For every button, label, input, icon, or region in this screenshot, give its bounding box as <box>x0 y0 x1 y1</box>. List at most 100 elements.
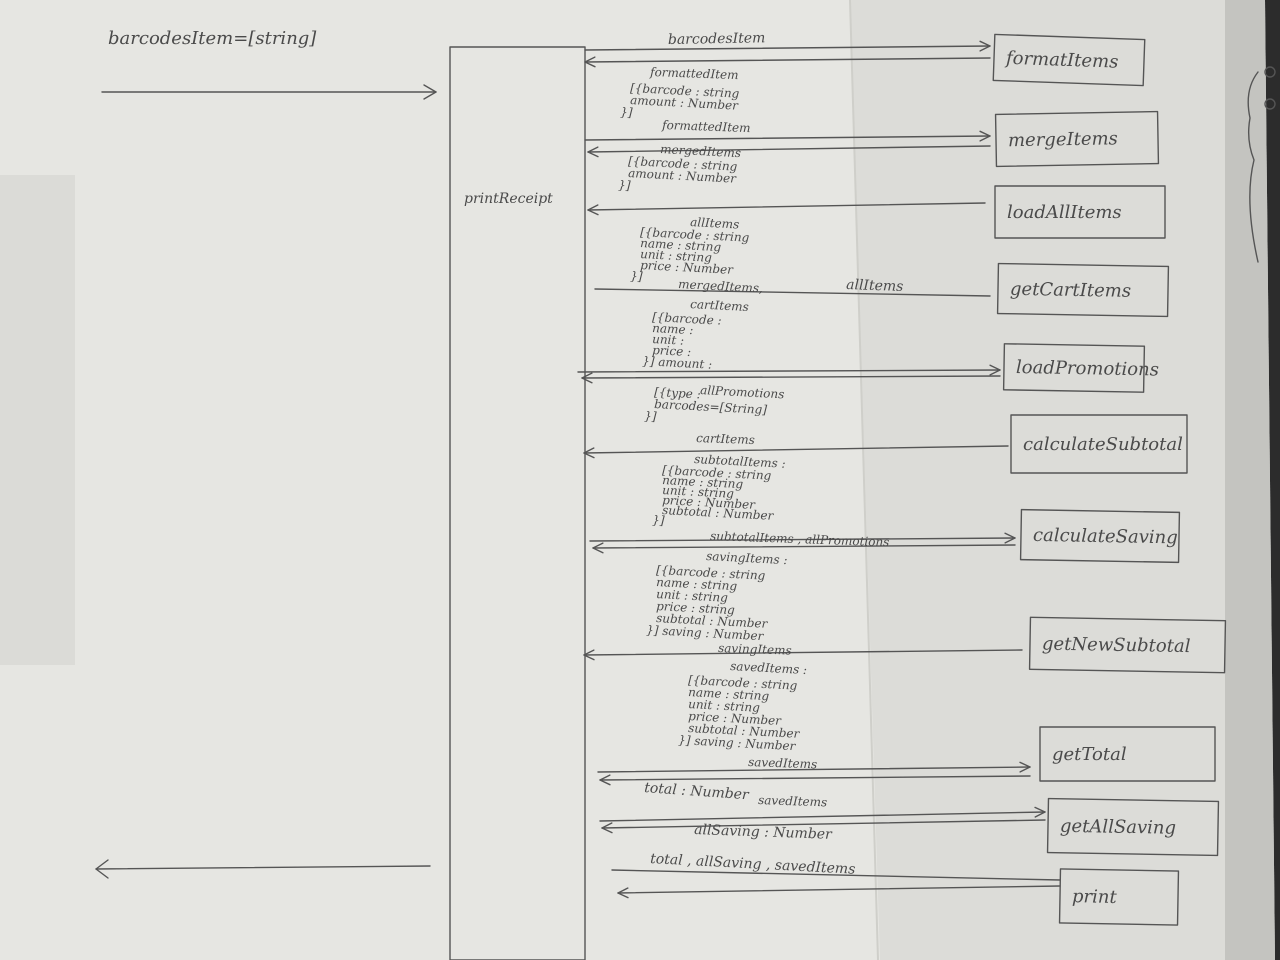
message-arrow <box>599 774 1031 786</box>
function-box-get-new-subtotal: getNewSubtotal <box>1028 616 1227 674</box>
function-box-load-promotions: loadPromotions <box>1002 343 1159 393</box>
message-arrow <box>601 819 1046 834</box>
schema-promotions: }] <box>644 409 657 424</box>
function-box-print: print <box>1058 868 1180 926</box>
schema-saving-items: price : string <box>656 599 736 617</box>
schema-subtotal-items: price : Number <box>662 493 757 512</box>
function-label: getAllSaving <box>1060 816 1176 839</box>
arrow-label: allPromotions <box>700 383 785 401</box>
function-box-get-total: getTotal <box>1039 726 1216 782</box>
schema-subtotal-items: }] <box>652 513 665 528</box>
print-receipt-lifeline <box>449 46 586 960</box>
function-label: loadAllItems <box>1007 202 1122 223</box>
schema-saved-items: [{barcode : string <box>688 673 798 693</box>
schema-saved-items: price : Number <box>688 709 783 728</box>
arrow-label: savingItems : <box>706 549 788 567</box>
input-label: barcodesItem=[string] <box>108 28 317 49</box>
schema-saving-items: subtotal : Number <box>656 611 769 631</box>
arrow-label: formattedItem <box>661 118 751 135</box>
arrow-label: cartItems <box>696 431 755 447</box>
message-arrow <box>583 649 1023 661</box>
function-box-calculate-saving: calculateSaving <box>1019 508 1181 564</box>
schema-merged-items: }] <box>618 178 631 193</box>
arrow-label: savedItems : <box>730 659 808 677</box>
message-arrow <box>577 364 1001 376</box>
right-edge-marks <box>1247 66 1276 263</box>
message-arrow <box>584 130 991 142</box>
function-box-merge-items: mergeItems <box>994 110 1160 168</box>
schema-promotions: barcodes=[String] <box>654 397 768 417</box>
message-arrow <box>587 202 986 216</box>
output-arrow <box>95 859 431 879</box>
function-label: loadPromotions <box>1016 357 1159 380</box>
function-label: mergeItems <box>1008 128 1118 151</box>
schema-cart-items: price : <box>652 343 692 359</box>
arrow-label: mergedItems <box>660 142 742 160</box>
schema-subtotal-items: name : string <box>662 473 744 491</box>
input-arrow <box>101 84 437 100</box>
paper-fold <box>849 0 879 960</box>
schema-saved-items: unit : string <box>688 697 761 715</box>
message-arrow <box>617 885 1061 899</box>
schema-saving-items: [{barcode : string <box>656 563 766 583</box>
schema-subtotal-items: unit : string <box>662 483 735 501</box>
function-box-calculate-subtotal: calculateSubtotal <box>1010 414 1188 474</box>
arrow-label: allSaving : Number <box>694 822 833 843</box>
arrow-label: subtotalItems : <box>694 452 786 471</box>
message-arrow <box>581 372 1001 384</box>
arrow-label: cartItems <box>690 297 749 314</box>
function-box-load-all-items: loadAllItems <box>994 185 1166 239</box>
schema-cart-items: }] amount : <box>642 354 713 372</box>
shadow-right <box>1225 0 1280 960</box>
function-box-get-all-saving: getAllSaving <box>1046 797 1220 857</box>
message-arrow <box>597 761 1031 773</box>
schema-saved-items: }] saving : Number <box>678 733 797 753</box>
function-box-get-cart-items: getCartItems <box>996 262 1170 318</box>
schema-saving-items: name : string <box>656 575 738 593</box>
schema-cart-items: [{barcode : <box>652 310 722 328</box>
schema-cart-items: name : <box>652 321 694 337</box>
function-label: calculateSaving <box>1033 525 1178 549</box>
message-arrow <box>594 288 991 297</box>
schema-saving-items: }] saving : Number <box>646 623 765 643</box>
arrow-label: barcodesItem <box>668 30 766 48</box>
schema-saved-items: subtotal : Number <box>688 721 801 741</box>
schema-cart-items: unit : <box>652 332 685 348</box>
arrow-label: savedItems <box>758 793 828 809</box>
function-label: getNewSubtotal <box>1042 634 1191 658</box>
arrow-label: allItems <box>690 215 740 232</box>
arrow-label: mergedItems, <box>678 277 763 295</box>
schema-all-items: [{barcode : string <box>640 225 750 245</box>
function-label: formatItems <box>1004 48 1119 73</box>
function-box-format-items: formatItems <box>992 33 1146 87</box>
paper-right-half <box>850 0 1275 960</box>
schema-merged-items: [{barcode : string <box>628 154 738 174</box>
schema-promotions: [{type : <box>654 385 701 401</box>
message-arrow <box>587 145 991 158</box>
message-arrow <box>583 445 1009 459</box>
schema-all-items: name : string <box>640 236 722 254</box>
arrow-label: savedItems <box>748 755 818 771</box>
function-label: calculateSubtotal <box>1023 434 1183 455</box>
schema-formatted-items: amount : Number <box>630 93 740 113</box>
schema-saving-items: unit : string <box>656 587 729 605</box>
arrow-label: formattedItem <box>649 65 739 82</box>
schema-subtotal-items: [{barcode : string <box>662 463 772 483</box>
schema-all-items: }] <box>630 269 643 284</box>
function-label: getTotal <box>1052 744 1127 765</box>
message-arrow <box>592 542 1016 554</box>
message-arrow <box>599 806 1046 822</box>
schema-subtotal-items: subtotal : Number <box>662 503 775 523</box>
schema-formatted-items: [{barcode : string <box>630 81 740 101</box>
message-arrow <box>584 40 991 52</box>
arrow-label: subtotalItems , allPromotions <box>710 529 890 549</box>
shadow-left <box>0 175 75 665</box>
function-label: getCartItems <box>1010 279 1131 302</box>
arrow-label: allItems <box>846 277 904 295</box>
message-arrow <box>611 869 1061 881</box>
schema-saved-items: name : string <box>688 685 770 703</box>
arrow-label: total : Number <box>644 780 751 803</box>
message-arrow <box>589 532 1016 544</box>
schema-merged-items: amount : Number <box>628 166 738 186</box>
